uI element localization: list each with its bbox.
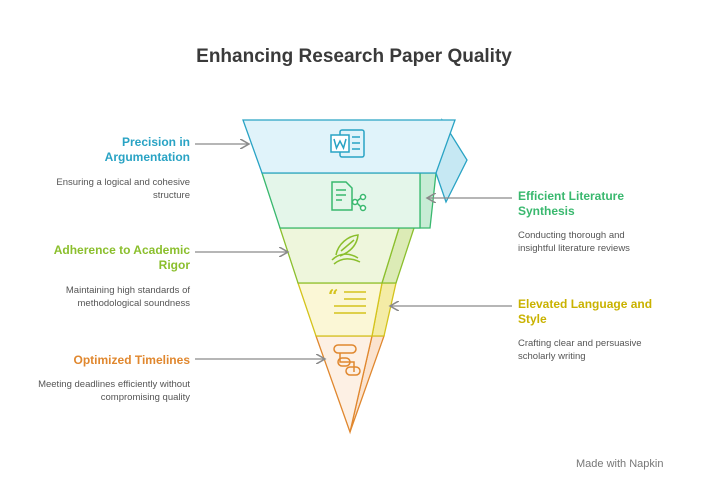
desc-timelines: Meeting deadlines efficiently without co…: [38, 379, 190, 403]
desc-language: Crafting clear and persuasive scholarly …: [518, 338, 642, 362]
napkin-credit[interactable]: Made with Napkin: [576, 458, 663, 470]
word-document-icon: [330, 129, 365, 158]
desc-rigor: Maintaining high standards of methodolog…: [65, 285, 190, 309]
desc-precision: Ensuring a logical and cohesive structur…: [56, 177, 190, 201]
funnel-level-rigor: [279, 227, 415, 284]
label-precision: Precision in Argumentation: [104, 135, 190, 164]
desc-synthesis: Conducting thorough and insightful liter…: [518, 230, 630, 254]
label-language: Elevated Language and Style: [518, 297, 653, 326]
funnel-level-language: [297, 282, 397, 337]
quote-text-icon: “: [328, 286, 366, 314]
credit-label: Made with Napkin: [576, 458, 664, 470]
diagram-title: Enhancing Research Paper Quality: [196, 46, 512, 67]
funnel-level-synthesis: [261, 172, 437, 229]
label-timelines: Optimized Timelines: [73, 353, 190, 367]
label-rigor: Adherence to Academic Rigor: [53, 243, 190, 272]
label-synthesis: Efficient Literature Synthesis: [518, 189, 625, 218]
timeline-path-icon: [333, 344, 361, 376]
quill-book-icon: [331, 234, 361, 265]
svg-text:“: “: [328, 286, 338, 307]
document-share-icon: [331, 181, 367, 212]
funnel-level-timelines: [315, 335, 385, 435]
